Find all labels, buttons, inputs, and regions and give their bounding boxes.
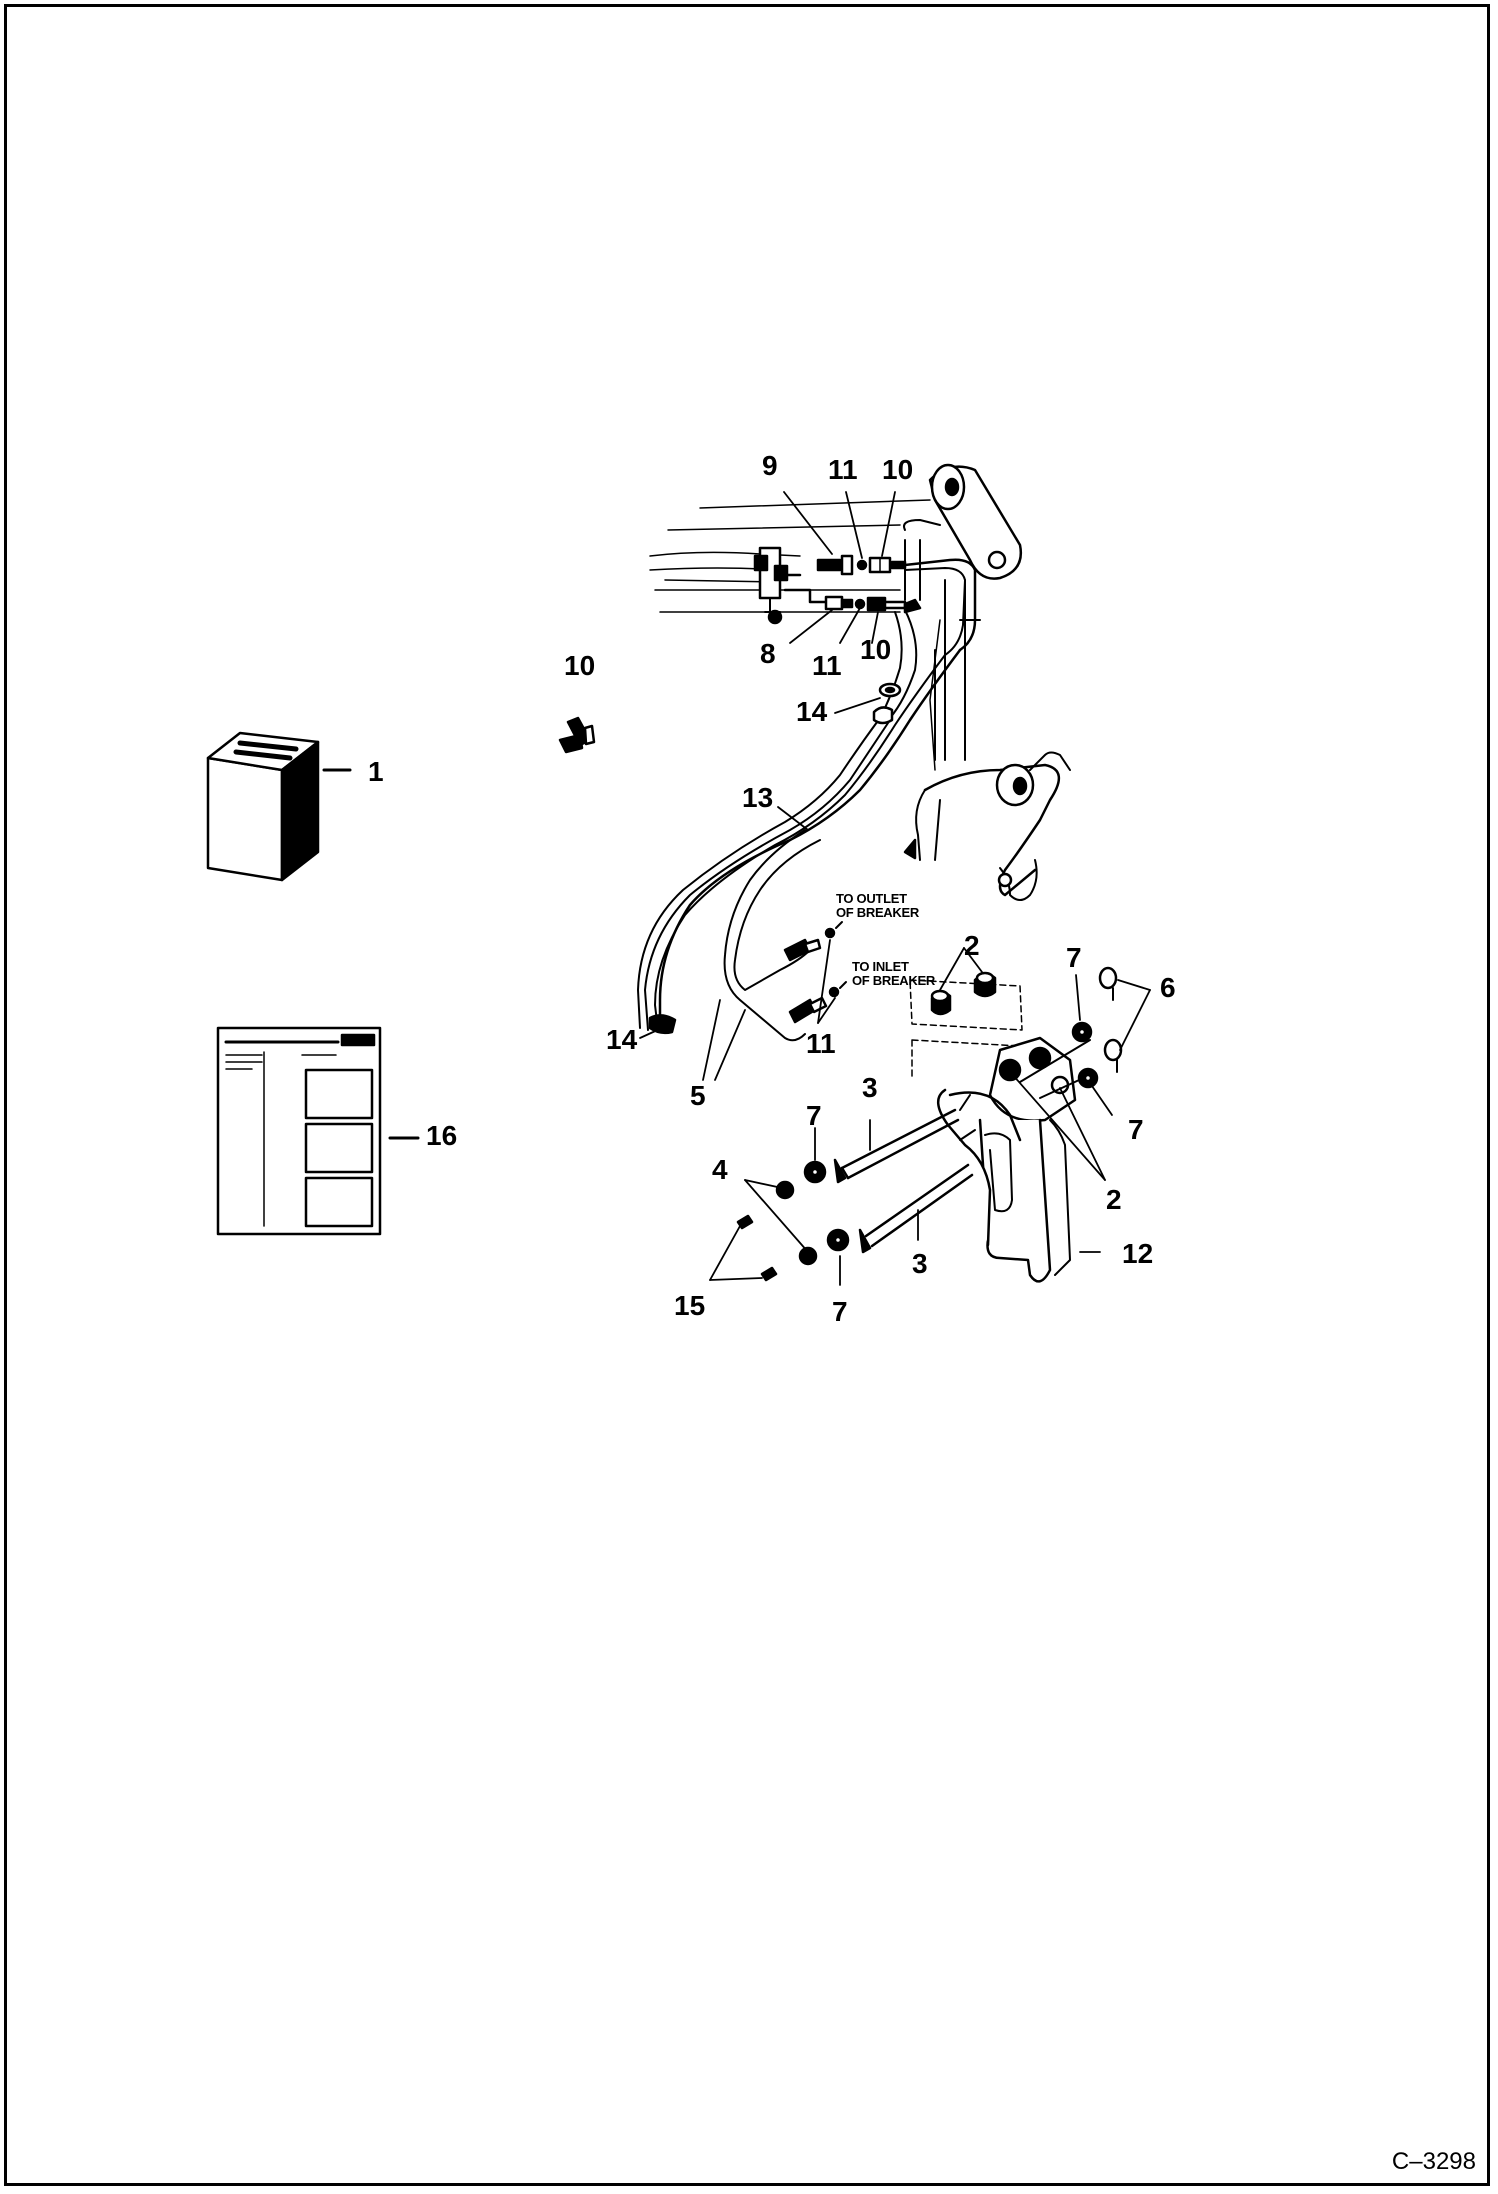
callout-16: 16 [426, 1120, 458, 1151]
callout-6: 6 [1160, 972, 1176, 1003]
callout-14-bottom: 14 [606, 1024, 638, 1055]
hose-clamp-top [872, 682, 902, 725]
callout-2-bottom: 2 [1106, 1184, 1122, 1215]
callout-12: 12 [1122, 1238, 1154, 1269]
instruction-manual [216, 1026, 420, 1236]
callout-7-mid-right: 7 [1128, 1114, 1144, 1145]
washers-left [736, 1160, 850, 1282]
callout-3-top: 3 [862, 1072, 878, 1103]
leader-lines [639, 491, 1151, 1286]
callout-11-bottom: 11 [806, 1028, 836, 1059]
callout-7-mid-left: 7 [806, 1100, 822, 1131]
mounting-bracket [909, 979, 1077, 1283]
fitting-loose [558, 716, 596, 754]
top-fitting-chain [816, 554, 977, 656]
callout-8: 8 [760, 638, 776, 669]
page-border [4, 4, 1490, 2186]
callout-9: 9 [762, 450, 778, 481]
loader-arm-outline [649, 463, 1071, 901]
mid-fitting-chain [824, 595, 922, 614]
callout-2-top: 2 [964, 930, 980, 961]
note-outlet-line2: OF BREAKER [836, 905, 919, 920]
note-inlet-line2: OF BREAKER [852, 973, 935, 988]
callout-10-left: 10 [564, 650, 596, 681]
note-inlet-line1: TO INLET [852, 959, 909, 974]
callout-7-bottom: 7 [832, 1296, 848, 1327]
hose-assembly [637, 609, 962, 1042]
callout-5: 5 [690, 1080, 706, 1111]
drawing-number: C–3298 [1391, 2148, 1476, 2175]
callout-7-top: 7 [1066, 942, 1082, 973]
callout-14-top: 14 [796, 696, 828, 727]
breaker-fittings [783, 921, 847, 1024]
callout-10-mid: 10 [860, 634, 892, 665]
callout-10-top: 10 [882, 454, 914, 485]
callout-3-bottom: 3 [912, 1248, 928, 1279]
note-outlet-line1: TO OUTLET [836, 891, 907, 906]
decal-package [206, 731, 352, 882]
callout-13: 13 [742, 782, 774, 813]
callout-15: 15 [674, 1290, 706, 1321]
bushings [930, 971, 997, 1016]
coupler-manifold [753, 546, 828, 625]
rods [833, 1108, 974, 1254]
callout-4: 4 [712, 1154, 728, 1185]
callout-1: 1 [368, 756, 384, 787]
callout-11-top: 11 [828, 454, 858, 485]
callout-11-mid: 11 [812, 650, 842, 681]
